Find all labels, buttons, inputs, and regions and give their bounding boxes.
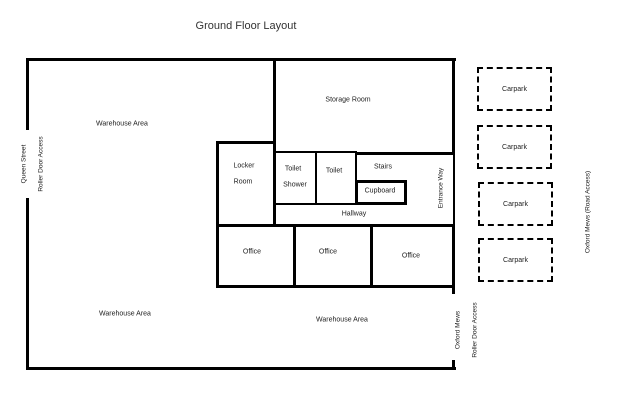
wall-top [26, 58, 456, 61]
toilet-room [315, 151, 357, 205]
office-3-label: Office [401, 252, 421, 260]
carpark-3-label: Carpark [503, 200, 528, 208]
entrance-way-label: Entrance Way [437, 167, 445, 209]
office-2 [293, 224, 373, 288]
warehouse-bottom-right-label: Warehouse Area [316, 316, 368, 324]
storage-room-label: Storage Room [325, 96, 371, 104]
warehouse-top-label: Warehouse Area [96, 120, 148, 128]
wall-right-lower-stub [452, 360, 455, 370]
carpark-2-label: Carpark [502, 143, 527, 151]
oxford-mews-label: Oxford Mews [454, 310, 462, 350]
locker-room-label-2: Room [233, 178, 253, 186]
locker-room-label-1: Locker [233, 162, 255, 170]
office-3 [370, 224, 455, 288]
stairs-label: Stairs [374, 163, 392, 171]
carpark-4-label: Carpark [503, 256, 528, 264]
page-title: Ground Floor Layout [195, 20, 297, 32]
office-1-label: Office [242, 248, 262, 256]
carpark-1-label: Carpark [502, 85, 527, 93]
carpark-2: Carpark [477, 125, 552, 169]
cupboard-label: Cupboard [364, 187, 396, 195]
toilet-label: Toilet [325, 167, 343, 175]
wall-bottom [26, 367, 456, 370]
oxford-roller-door-label: Roller Door Access [471, 302, 479, 358]
queen-street-label: Queen Street [20, 144, 28, 184]
carpark-1: Carpark [477, 67, 552, 111]
wall-left-lower [26, 198, 29, 370]
office-2-label: Office [318, 248, 338, 256]
hallway-label: Hallway [341, 210, 367, 218]
carpark-3: Carpark [478, 182, 553, 226]
carpark-4: Carpark [478, 238, 553, 282]
storage-room [273, 58, 455, 155]
queen-roller-door-label: Roller Door Access [37, 136, 45, 192]
toilet-shower-room [274, 151, 317, 205]
toilet-shower-label-2: Shower [283, 181, 307, 189]
cupboard [355, 180, 407, 205]
warehouse-bottom-left-label: Warehouse Area [99, 310, 151, 318]
office-1 [216, 224, 296, 288]
wall-left-upper [26, 58, 29, 130]
toilet-shower-label-1: Toilet [284, 165, 302, 173]
oxford-mews-road-access-label: Oxford Mews (Road Access) [584, 170, 592, 254]
